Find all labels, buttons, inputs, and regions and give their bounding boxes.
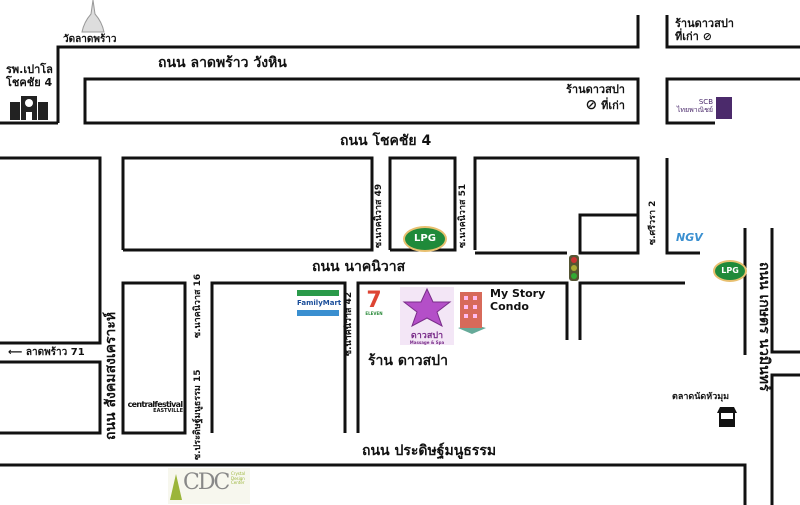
spa-logo-text: ดาวสปา	[410, 331, 444, 341]
road-chokchai-4: ถนน โชคชัย 4	[340, 133, 432, 149]
label-old-shop-1: ร้านดาวสปาที่เก่า ⊘	[675, 17, 734, 43]
scb-label: SCB	[698, 98, 713, 106]
cdc-sub: Crystal Design Center	[231, 471, 246, 486]
road-edge	[665, 158, 700, 255]
road-edge	[210, 281, 347, 433]
seven-eleven-logo: 7 ELEVEN	[365, 288, 383, 316]
lpg-station-icon: LPG	[403, 226, 447, 252]
traffic-light-icon	[569, 255, 579, 281]
road-edge	[578, 281, 685, 340]
road-kaset-nawamin: ถนน เกษตร นวมินทร์	[756, 262, 772, 392]
central-label: centralfestival	[127, 400, 184, 409]
road-lat-phrao-wang-hin: ถนน ลาดพร้าว วังหิน	[158, 55, 287, 71]
cdc-label: CDC	[183, 470, 230, 495]
scb-icon	[716, 97, 732, 119]
central-sub: EASTVILLE	[153, 408, 183, 415]
soi-sriwara-2: ซ.ศรีวรา 2	[648, 200, 658, 245]
direction-lat-phrao-71: ⟵ ลาดพร้าว 71	[8, 347, 85, 359]
arrow-left-icon: ⟵	[8, 347, 26, 358]
old-shop-1-name: ร้านดาวสปา	[675, 17, 734, 30]
road-edge	[665, 15, 800, 49]
soi-nak-niwat-16: ซ.นาคนิวาส 16	[193, 273, 203, 338]
soi-pradit-15: ซ.ประดิษฐ์มนูธรรม 15	[193, 369, 203, 461]
road-edge	[770, 373, 800, 505]
old-shop-2-name: ร้านดาวสปา	[566, 83, 625, 96]
road-edge	[56, 15, 640, 123]
soi-nak-niwat-49: ซ.นาคนิวาส 49	[374, 183, 384, 248]
label-old-shop-2: ร้านดาวสปา⊘ ที่เก่า	[566, 83, 625, 113]
spa-logo-sub: Massage & Spa	[409, 340, 445, 345]
road-pradit-manutham: ถนน ประดิษฐ์มนูธรรม	[362, 443, 497, 459]
central-festival-logo: centralfestival EASTVILLE	[127, 400, 184, 415]
block	[83, 77, 640, 125]
road-edge	[770, 228, 800, 354]
road-sangkhom-songkhro: ถนน สังคมสงเคราะห์	[103, 311, 119, 440]
label-dao-spa-shop: ร้าน ดาวสปา	[368, 353, 448, 369]
label-wat: วัดลาดพร้าว	[63, 34, 117, 45]
soi-nak-niwat-51: ซ.นาคนิวาส 51	[458, 183, 468, 248]
star-flower-icon	[402, 287, 452, 328]
lpg-station-icon: LPG	[713, 260, 747, 282]
label-market: ตลาดนัดหัวมุม	[672, 392, 730, 402]
label-hospital: รพ.เปาโล โชคชัย 4	[6, 63, 53, 89]
old-shop-2-sub: ที่เก่า	[601, 98, 625, 112]
cdc-triangle-icon	[170, 474, 182, 500]
road-nak-niwat: ถนน นาคนิวาส	[312, 259, 406, 275]
ngv-logo: NGV	[676, 231, 703, 244]
road-edge	[121, 156, 374, 252]
road-edge	[0, 360, 102, 435]
soi-nak-niwat-42: ซ.นาคนิวาส 42	[344, 291, 354, 356]
condo-building-icon	[458, 292, 486, 334]
old-shop-1-sub: ที่เก่า	[675, 29, 699, 43]
road-edge	[665, 77, 800, 125]
seven-eleven-label: ELEVEN	[365, 311, 383, 316]
no-entry-icon: ⊘	[585, 96, 598, 113]
market-stall-icon	[717, 407, 737, 427]
lat-phrao-71-label: ลาดพร้าว 71	[25, 347, 85, 358]
road-edge	[0, 463, 747, 505]
road-edge	[0, 156, 102, 345]
label-condo: My Story Condo	[490, 287, 546, 313]
road-edge	[473, 156, 640, 255]
hospital-icon	[10, 96, 48, 120]
cdc-logo: CDC Crystal Design Center	[168, 468, 250, 504]
scb-sub: ไทยพาณิชย์	[676, 106, 713, 115]
pagoda-icon	[81, 0, 105, 33]
familymart-logo: FamilyMart	[297, 290, 342, 318]
familymart-label: FamilyMart	[297, 299, 342, 307]
block-central	[121, 281, 187, 435]
road-edge	[356, 281, 569, 433]
dao-spa-logo: ดาวสปา Massage & Spa	[400, 287, 454, 345]
no-entry-icon: ⊘	[702, 29, 712, 43]
